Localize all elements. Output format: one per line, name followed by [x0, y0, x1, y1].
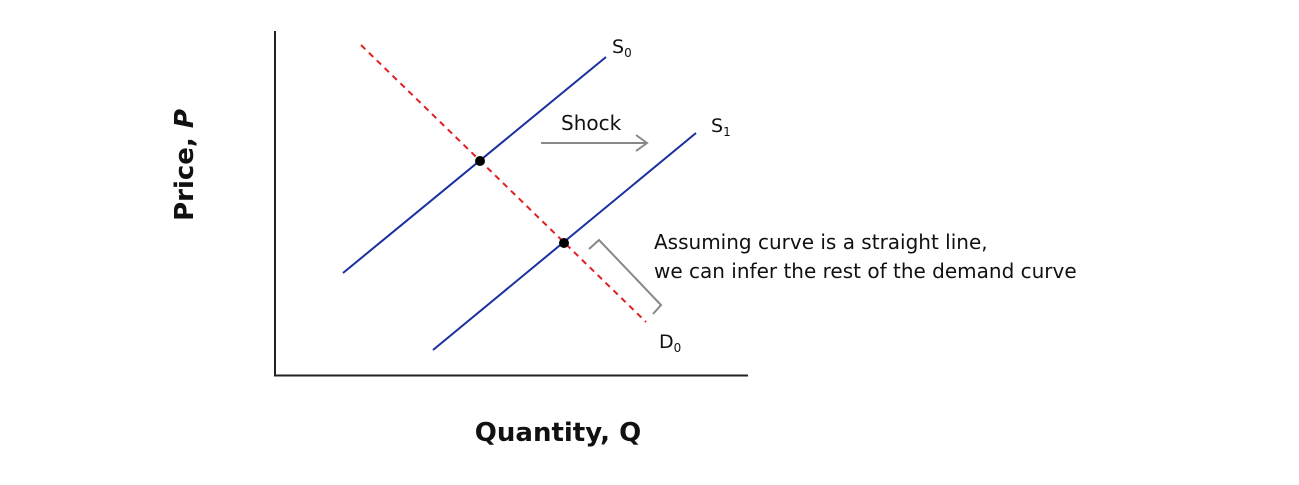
label-s1: S1	[711, 115, 731, 139]
y-axis-label: Price, P	[170, 109, 200, 221]
demand-curve-d0	[360, 44, 647, 323]
label-s0: S0	[612, 36, 632, 60]
supply-curve-s0	[342, 56, 607, 274]
y-axis-symbol: P	[170, 109, 200, 129]
equilibrium-point-s1-d0	[559, 238, 569, 248]
shock-label: Shock	[561, 111, 622, 135]
x-axis-label: Quantity, Q	[474, 418, 642, 448]
equilibrium-point-s0-d0	[475, 156, 485, 166]
annotation-line-1: Assuming curve is a straight line,	[654, 230, 988, 254]
shock-arrow	[541, 134, 649, 152]
annotation-line-2: we can infer the rest of the demand curv…	[654, 259, 1077, 283]
label-d0: D0	[659, 331, 682, 355]
annotation-text: Assuming curve is a straight line, we ca…	[654, 228, 1077, 286]
inference-bracket	[588, 238, 663, 315]
